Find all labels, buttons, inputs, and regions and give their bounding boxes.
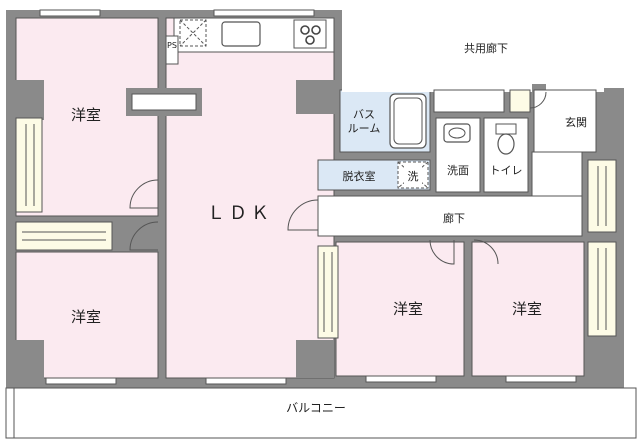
stove	[293, 19, 327, 49]
room-western-right	[471, 241, 585, 377]
label-shared-corridor: 共用廊下	[464, 41, 508, 55]
closet-top-left	[15, 117, 43, 213]
kitchen-sink	[221, 21, 261, 47]
door-swings	[129, 91, 547, 265]
label-washbasin: 洗面	[447, 164, 469, 177]
room-ldk	[165, 17, 335, 379]
windows	[39, 9, 577, 385]
label-western-right: 洋室	[512, 300, 542, 318]
label-western-bottom-left: 洋室	[71, 308, 101, 326]
room-western-center	[335, 241, 465, 377]
label-ldk: ＬＤＫ	[207, 203, 273, 224]
label-bathroom-line1: バス	[353, 108, 375, 121]
label-hallway: 廊下	[443, 211, 465, 225]
label-balcony: バルコニー	[286, 401, 346, 415]
closet-center	[317, 245, 339, 339]
label-western-top-left: 洋室	[71, 106, 101, 124]
label-dressing-room: 脱衣室	[343, 169, 376, 183]
entrance-area	[533, 89, 597, 153]
label-western-center: 洋室	[393, 300, 423, 318]
label-pipe-shaft: PS	[167, 41, 177, 50]
label-toilet: トイレ	[490, 164, 523, 177]
closet-mid-left	[15, 221, 113, 251]
toilet-fixture	[495, 123, 517, 135]
label-washing-machine: 洗	[408, 170, 419, 183]
label-bathroom-line2: ルーム	[348, 122, 381, 135]
balcony-area	[5, 387, 637, 439]
shared-corridor-area	[342, 6, 638, 84]
closet-right-lower	[587, 241, 617, 337]
hallway-area	[317, 195, 583, 237]
closet-right-upper	[587, 159, 617, 233]
label-entrance: 玄関	[565, 115, 587, 129]
